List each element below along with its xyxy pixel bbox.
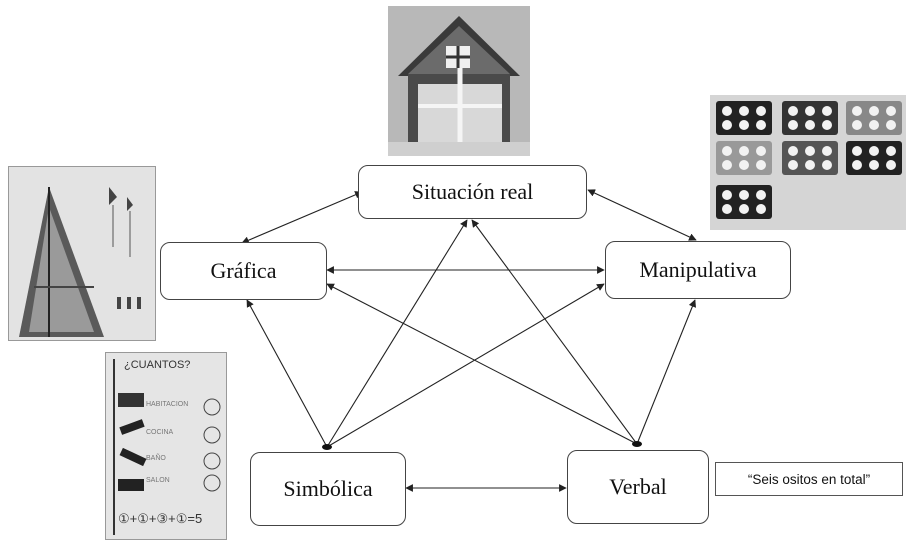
verbal-quote-box: “Seis ositos en total”: [715, 462, 903, 496]
junction-dot-simbolica: [322, 444, 332, 450]
edge-situacion-verbal: [471, 219, 638, 445]
tiles-photo: [710, 95, 906, 230]
edge-situacion-manipulativa: [587, 189, 697, 241]
edge-manipulativa-simbolica: [326, 283, 605, 448]
edge-situacion-grafica: [241, 191, 363, 244]
worksheet-row: HABITACION: [146, 401, 189, 408]
edge-grafica-verbal: [326, 283, 638, 445]
house-model-photo: [388, 6, 530, 156]
node-manipulativa: Manipulativa: [605, 241, 791, 299]
node-simbolica: Simbólica: [250, 452, 406, 526]
counting-worksheet: ¿CUANTOS? HABITACION COCINA BAÑO SALON ①…: [105, 352, 227, 540]
child-drawing-photo: [8, 166, 156, 341]
worksheet-title: ¿CUANTOS?: [124, 359, 191, 371]
edge-situacion-simbolica: [326, 219, 468, 448]
worksheet-row: SALON: [146, 477, 170, 484]
node-verbal: Verbal: [567, 450, 709, 524]
worksheet-row: COCINA: [146, 429, 174, 436]
worksheet-row: BAÑO: [146, 455, 166, 462]
node-situacion-real: Situación real: [358, 165, 587, 219]
worksheet-sum: ①+①+③+①=5: [118, 511, 203, 526]
junction-dot-verbal: [632, 441, 642, 447]
edge-grafica-simbolica: [246, 299, 328, 448]
node-grafica: Gráfica: [160, 242, 327, 300]
edge-manipulativa-verbal: [636, 299, 696, 445]
